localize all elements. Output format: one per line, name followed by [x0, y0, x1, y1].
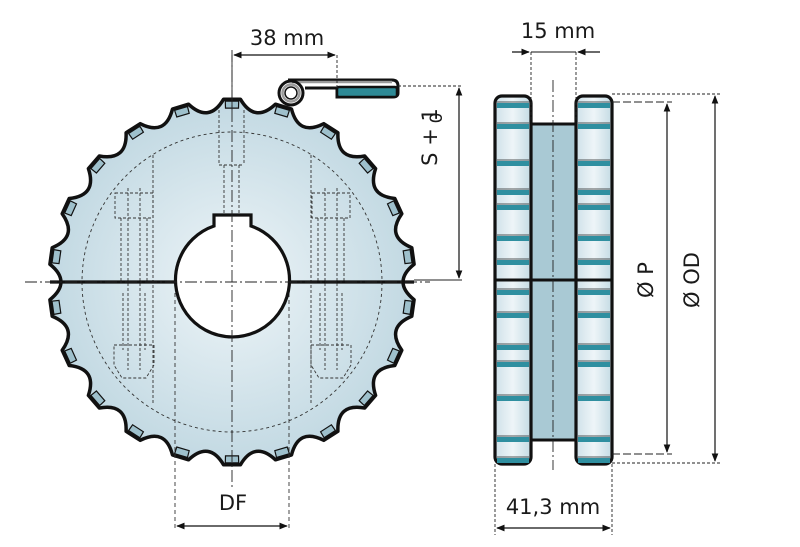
dimension-41-3mm: 41,3 mm	[494, 464, 613, 535]
dimension-15mm: 15 mm	[512, 19, 600, 122]
label-outer-diameter: Ø OD	[680, 252, 704, 308]
side-tooth-stripes	[497, 101, 610, 463]
dimension-s: S + 1 0	[398, 85, 463, 281]
hidden-bolt-top	[218, 110, 245, 215]
label-pitch-diameter: Ø P	[634, 262, 658, 298]
chain-link	[277, 78, 400, 107]
dimension-pitch-diameter: Ø P	[612, 101, 672, 455]
front-view	[25, 50, 430, 530]
dimension-outer-diameter: Ø OD	[612, 93, 722, 464]
tooth-tips	[51, 100, 413, 464]
bore-keyway	[173, 213, 292, 339]
label-s-plus-1: S + 1	[418, 108, 442, 166]
label-df: DF	[219, 491, 247, 515]
label-38mm: 38 mm	[250, 26, 324, 50]
side-view	[493, 80, 614, 470]
dimension-38mm: 38 mm	[231, 26, 338, 110]
label-41-3mm: 41,3 mm	[506, 495, 600, 519]
hidden-bolt-right	[310, 155, 352, 405]
hidden-bolt-left	[113, 155, 155, 405]
dimension-df: DF	[176, 491, 288, 530]
label-15mm: 15 mm	[521, 19, 595, 43]
side-hub	[529, 122, 578, 442]
bore-projection	[174, 293, 290, 530]
label-s-tolerance: 0	[427, 113, 447, 124]
